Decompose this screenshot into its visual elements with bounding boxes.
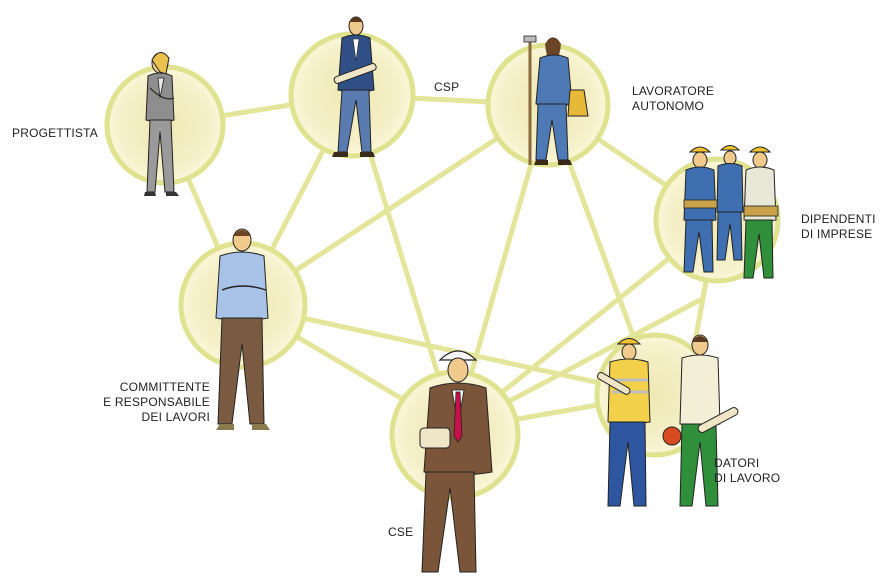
label-cse: CSE xyxy=(388,525,414,539)
label-lavoratore-autonomo: LAVORATORE AUTONOMO xyxy=(632,84,715,113)
label-datori-di-lavoro: DATORI DI LAVORO xyxy=(714,456,781,485)
employer-worker xyxy=(597,338,651,507)
worker-b xyxy=(716,145,744,261)
client-man-figure xyxy=(215,228,270,430)
label-committente: COMMITTENTE E RESPONSABILE DEI LAVORI xyxy=(103,380,210,424)
label-progettista: PROGETTISTA xyxy=(12,126,98,140)
employers-pair-figure xyxy=(597,334,739,507)
worker-with-tools-figure xyxy=(523,35,589,165)
edge-committente-datori xyxy=(240,302,658,398)
woman-designer-figure xyxy=(144,52,179,196)
man-with-plans-figure xyxy=(332,16,377,157)
worker-a xyxy=(683,146,719,273)
group-of-workers-figure xyxy=(683,145,779,279)
worker-c xyxy=(743,146,779,279)
label-csp: CSP xyxy=(434,80,460,94)
coordinator-with-helmet-figure xyxy=(419,350,493,573)
label-dipendenti-di-imprese: DIPENDENTI DI IMPRESE xyxy=(801,212,876,241)
employer-manager xyxy=(662,334,739,507)
